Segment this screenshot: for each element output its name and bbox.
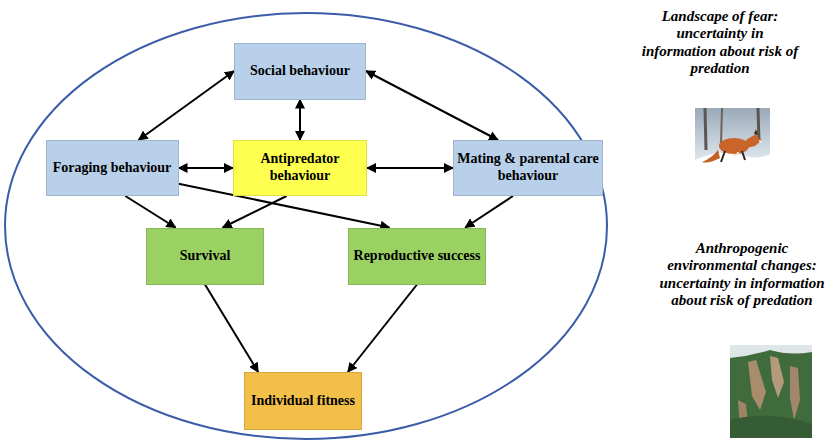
- box-label: Individual fitness: [251, 393, 355, 410]
- behaviour-box: Social behaviour: [234, 43, 366, 100]
- connector-arrow: [348, 285, 417, 373]
- outcome-box: Reproductive success: [348, 228, 486, 285]
- box-label: Reproductive success: [354, 248, 481, 265]
- box-label: Social behaviour: [250, 63, 350, 80]
- fitness-box: Individual fitness: [244, 372, 362, 430]
- box-label: Foraging behaviour: [53, 160, 172, 177]
- outcome-box: Survival: [146, 228, 264, 285]
- box-label: Survival: [180, 248, 231, 265]
- connector-arrow: [223, 196, 287, 228]
- connector-arrow: [139, 71, 234, 140]
- box-label: Antipredator behaviour: [234, 151, 366, 185]
- enclosing-ellipse: [5, 13, 607, 439]
- side-note: Anthropogenic environmental changes: unc…: [654, 240, 830, 309]
- connector-arrow: [179, 167, 234, 169]
- connector-arrow: [205, 285, 258, 373]
- connector-arrow: [367, 167, 453, 169]
- antipredator-box: Antipredator behaviour: [233, 140, 367, 196]
- connector-arrow: [366, 71, 498, 140]
- behaviour-box: Mating & parental care behaviour: [453, 140, 603, 196]
- hillside-photo: [730, 345, 812, 438]
- behaviour-box: Foraging behaviour: [46, 140, 179, 196]
- connector-arrow: [125, 196, 175, 228]
- connector-arrow: [299, 100, 301, 141]
- side-note: Landscape of fear: uncertainty in inform…: [640, 8, 800, 77]
- box-label: Mating & parental care behaviour: [454, 151, 602, 185]
- connector-arrow: [465, 196, 513, 228]
- fox-photo: [695, 108, 770, 188]
